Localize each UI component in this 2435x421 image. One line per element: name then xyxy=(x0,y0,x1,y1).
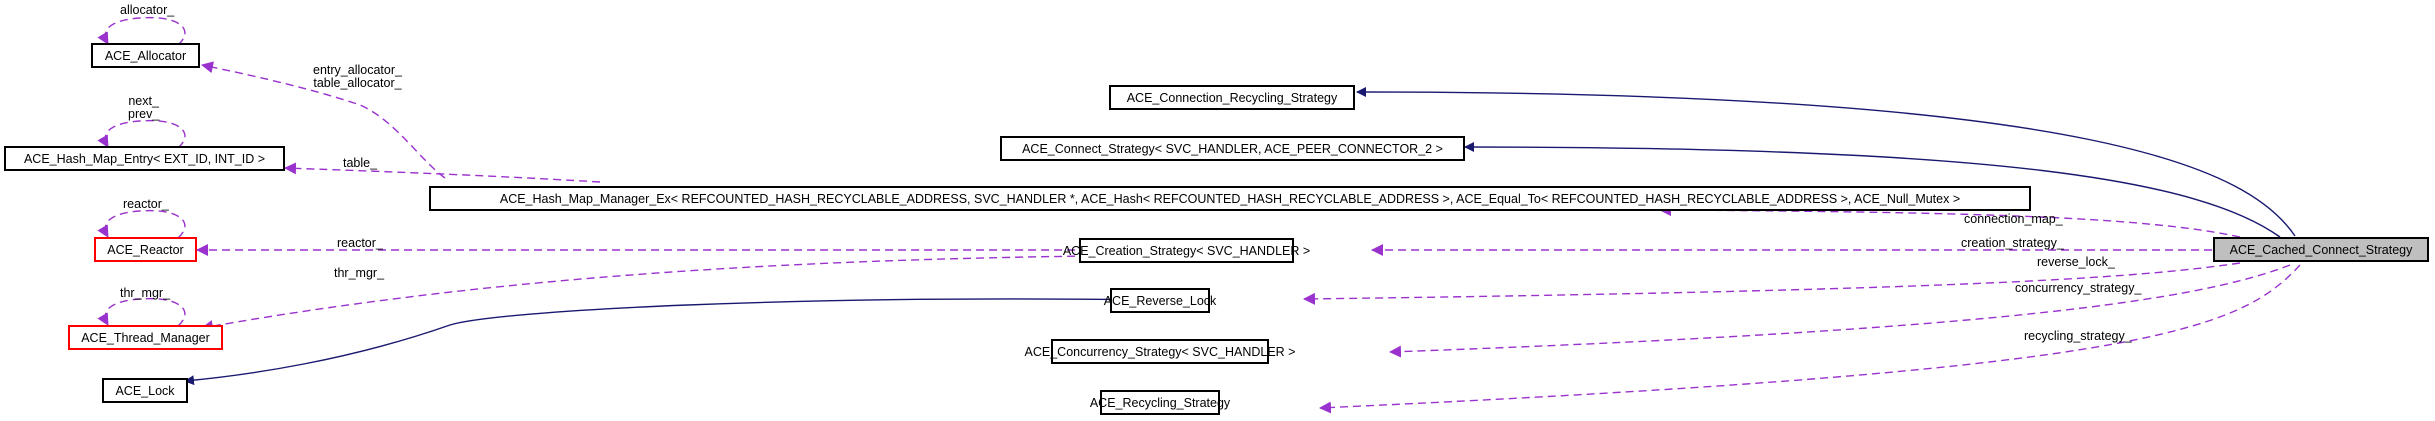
edge-table xyxy=(284,162,601,183)
node-label: ACE_Connection_Recycling_Strategy xyxy=(1126,90,1338,105)
edge-inherit-connect-strategy xyxy=(1464,142,2281,238)
node-ace-reactor[interactable]: ACE_Reactor xyxy=(94,237,197,262)
edge-concurrency-strategy xyxy=(1389,264,2291,358)
node-ace-recycling-strategy[interactable]: ACE_Recycling_Strategy xyxy=(1090,390,1230,415)
edge-label-thr-mgr: thr_mgr_ xyxy=(334,266,385,280)
edge-label-reverse-lock: reverse_lock_ xyxy=(2037,255,2115,269)
edge-label-thr-mgr-self: thr_mgr_ xyxy=(120,286,171,300)
node-label: ACE_Hash_Map_Entry< EXT_ID, INT_ID > xyxy=(23,151,266,166)
edge-reverse-lock xyxy=(1303,262,2241,305)
edge-label-table: table_ xyxy=(343,156,378,170)
node-label: ACE_Cached_Connect_Strategy xyxy=(2229,242,2413,257)
edge-label-allocator-self: allocator_ xyxy=(120,3,175,17)
node-label: ACE_Lock xyxy=(115,383,175,398)
node-ace-connection-recycling-strategy[interactable]: ACE_Connection_Recycling_Strategy xyxy=(1109,85,1355,110)
edge-thr-mgr xyxy=(201,255,1089,332)
node-label: ACE_Reactor xyxy=(107,242,184,257)
edge-reactor-self xyxy=(97,209,186,239)
node-label: ACE_Concurrency_Strategy< SVC_HANDLER > xyxy=(1024,344,1296,359)
node-ace-allocator[interactable]: ACE_Allocator xyxy=(91,43,200,68)
node-ace-hash-map-entry[interactable]: ACE_Hash_Map_Entry< EXT_ID, INT_ID > xyxy=(4,146,285,171)
node-ace-lock[interactable]: ACE_Lock xyxy=(102,378,188,403)
edge-hashmapentry-self xyxy=(97,119,186,149)
edge-connection-map xyxy=(1659,204,2241,238)
node-ace-hash-map-manager-ex[interactable]: ACE_Hash_Map_Manager_Ex< REFCOUNTED_HASH… xyxy=(429,186,2031,211)
node-label: ACE_Thread_Manager xyxy=(81,330,210,345)
edge-label-recycling-strategy: recycling_strategy_ xyxy=(2024,329,2132,343)
edge-label-reactor: reactor_ xyxy=(337,236,383,250)
node-ace-reverse-lock[interactable]: ACE_Reverse_Lock xyxy=(1104,288,1216,313)
edge-allocator-self xyxy=(97,16,186,46)
edge-recycling-strategy xyxy=(1319,264,2301,414)
edge-label-entry-table-allocator: entry_allocator_ table_allocator_ xyxy=(313,63,402,90)
edge-inherit-lock xyxy=(184,298,1151,386)
node-ace-connect-strategy[interactable]: ACE_Connect_Strategy< SVC_HANDLER, ACE_P… xyxy=(1000,136,1465,161)
node-label: ACE_Creation_Strategy< SVC_HANDLER > xyxy=(1062,243,1311,258)
node-label: ACE_Reverse_Lock xyxy=(1103,293,1217,308)
edge-thrmgr-self xyxy=(97,297,186,327)
node-ace-creation-strategy[interactable]: ACE_Creation_Strategy< SVC_HANDLER > xyxy=(1063,238,1310,263)
node-label: ACE_Hash_Map_Manager_Ex< REFCOUNTED_HASH… xyxy=(499,191,1961,206)
node-label: ACE_Recycling_Strategy xyxy=(1089,395,1231,410)
edge-label-creation-strategy: creation_strategy_ xyxy=(1961,236,2064,250)
edge-label-reactor-self: reactor_ xyxy=(123,197,169,211)
node-label: ACE_Allocator xyxy=(104,48,187,63)
edge-label-next-prev: next_ prev_ xyxy=(128,94,160,121)
node-ace-thread-manager[interactable]: ACE_Thread_Manager xyxy=(68,325,223,350)
node-ace-concurrency-strategy[interactable]: ACE_Concurrency_Strategy< SVC_HANDLER > xyxy=(1025,339,1295,364)
edge-label-concurrency-strategy: concurrency_strategy_ xyxy=(2015,281,2142,295)
node-label: ACE_Connect_Strategy< SVC_HANDLER, ACE_P… xyxy=(1022,141,1443,156)
edge-label-connection-map: connection_map_ xyxy=(1964,212,2063,226)
edge-inherit-connection-recycling xyxy=(1356,87,2296,237)
node-ace-cached-connect-strategy[interactable]: ACE_Cached_Connect_Strategy xyxy=(2213,237,2429,262)
